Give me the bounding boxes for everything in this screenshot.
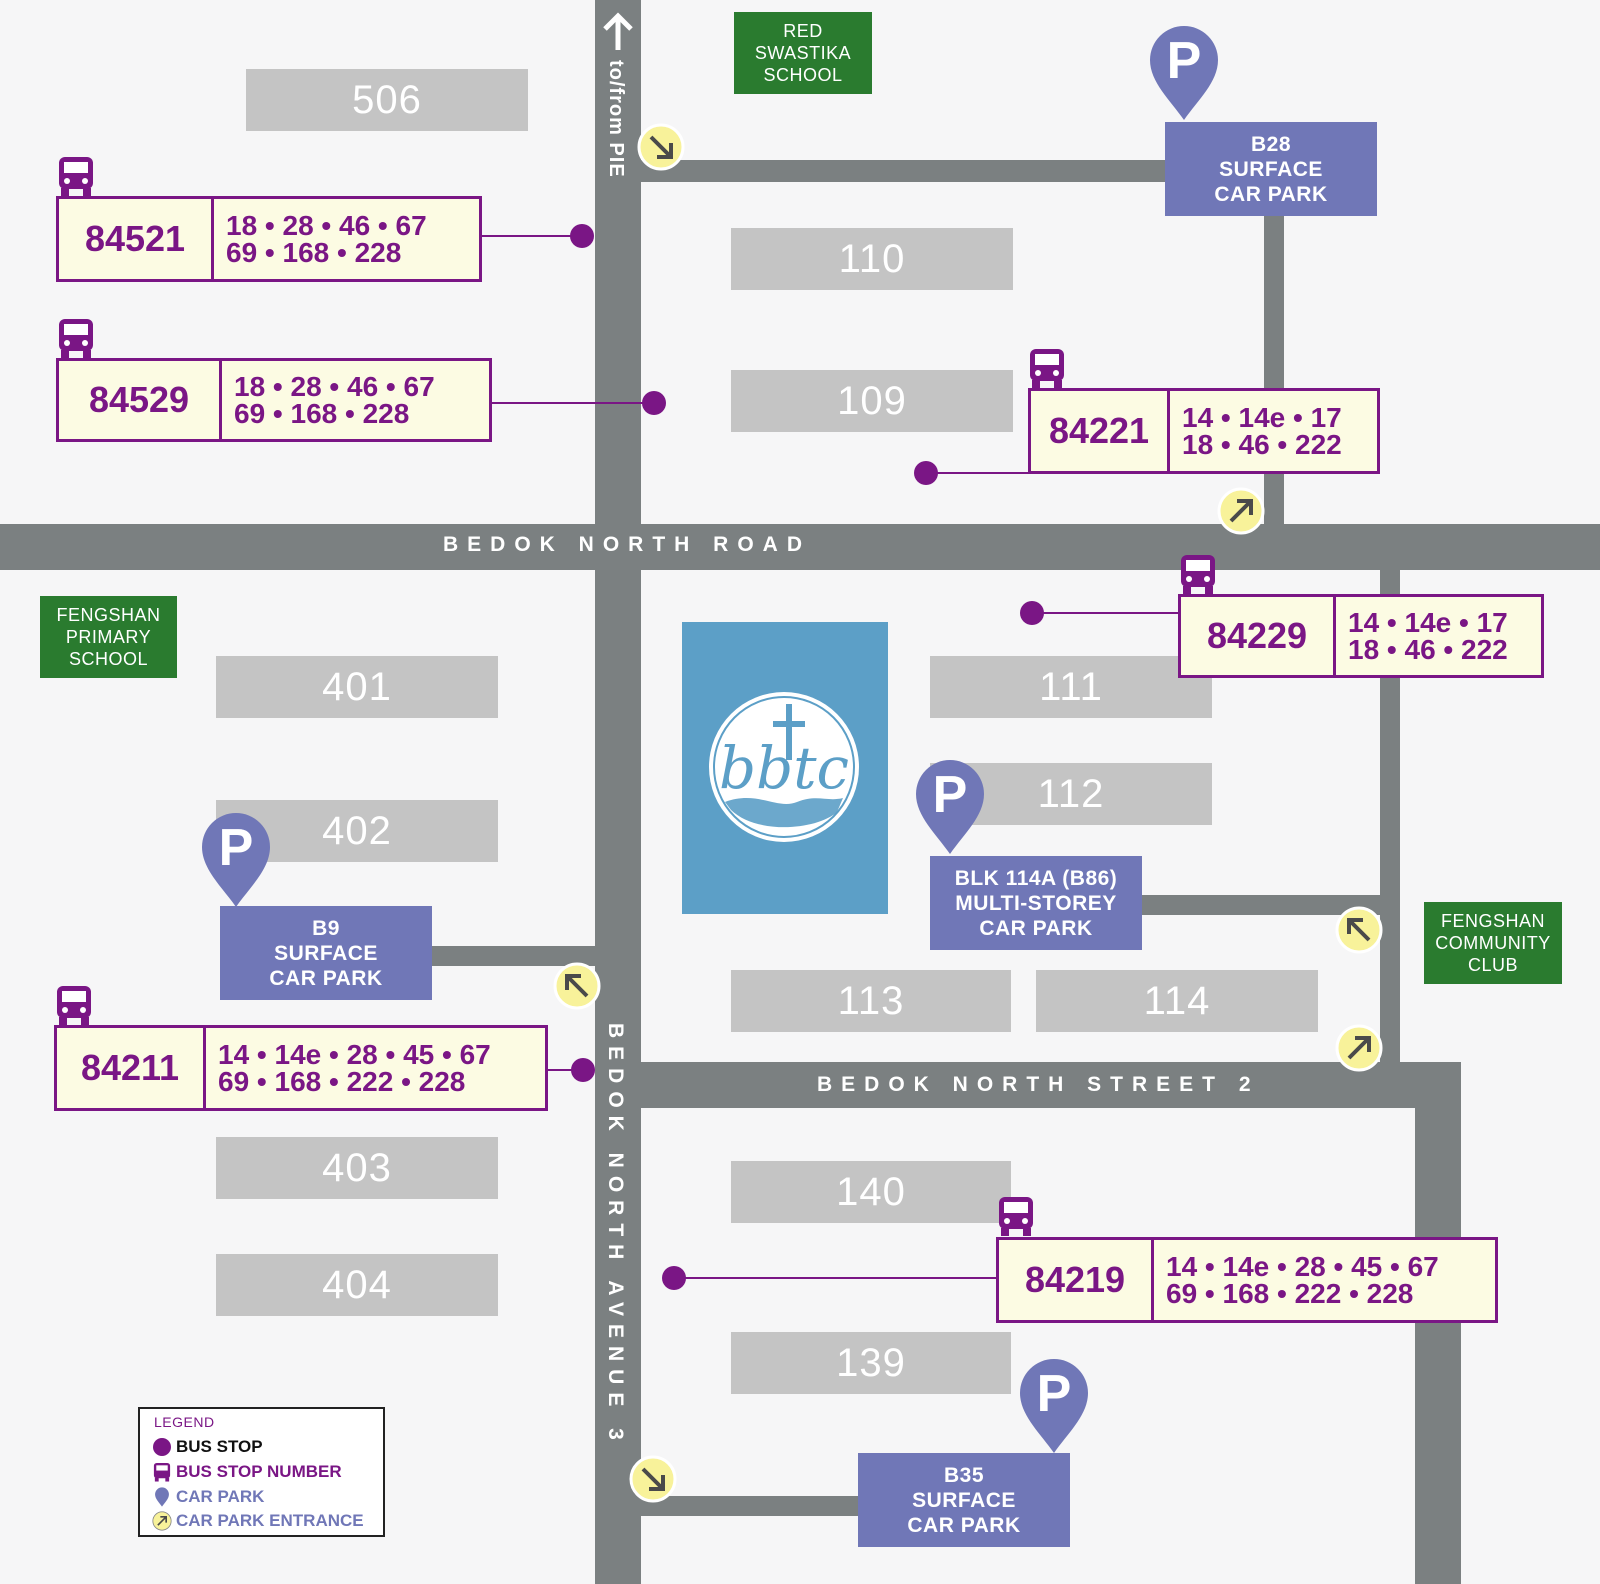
bus-stop-marker[interactable] xyxy=(642,391,666,415)
bus-icon xyxy=(57,986,91,1025)
carpark-entrance-icon xyxy=(637,123,685,171)
bus-stop-marker[interactable] xyxy=(1020,601,1044,625)
legend-bus-stop: BUS STOP xyxy=(152,1437,263,1457)
parking-pin-icon: P xyxy=(1150,26,1218,120)
block-111: 111 xyxy=(930,656,1212,718)
block-506: 506 xyxy=(246,69,528,131)
legend: LEGEND BUS STOP BUS STOP NUMBER CAR PARK… xyxy=(138,1407,385,1537)
bus-stop-connector xyxy=(490,402,654,404)
road-label-bedok-north-road: BEDOK NORTH ROAD xyxy=(443,533,811,556)
parking-pin-icon xyxy=(155,1487,169,1507)
block-110: 110 xyxy=(731,228,1013,290)
bus-icon xyxy=(1181,555,1215,594)
bus-stop-number: 84529 xyxy=(59,361,222,439)
block-114: 114 xyxy=(1036,970,1318,1032)
svg-text:P: P xyxy=(933,766,968,824)
parking-pin-icon: P xyxy=(202,813,270,907)
road-label-bedok-north-street-2: BEDOK NORTH STREET 2 xyxy=(817,1073,1260,1096)
bus-icon xyxy=(153,1462,171,1482)
carpark-entrance-icon xyxy=(152,1511,172,1531)
bus-stop-connector xyxy=(480,235,582,237)
road-label-to-from-pie: to/from PIE xyxy=(605,60,627,178)
block-403: 403 xyxy=(216,1137,498,1199)
bus-stop-number: 84229 xyxy=(1181,597,1336,675)
svg-text:P: P xyxy=(219,819,254,877)
block-113: 113 xyxy=(731,970,1011,1032)
road-bedok-north-street-2 xyxy=(641,1062,1461,1108)
svg-text:bbtc: bbtc xyxy=(719,734,849,802)
bus-stop-number: 84219 xyxy=(999,1240,1154,1320)
access-road-b28 xyxy=(641,160,1165,182)
road-bedok-north-avenue-3 xyxy=(595,0,641,1584)
legend-car-park: CAR PARK xyxy=(152,1487,264,1507)
access-road-b9 xyxy=(432,946,597,966)
access-road-b28-vertical xyxy=(1264,214,1284,529)
parking-pin-icon: P xyxy=(1020,1359,1088,1453)
bus-icon xyxy=(1030,349,1064,388)
block-109: 109 xyxy=(731,370,1013,432)
bus-stop-marker[interactable] xyxy=(571,1058,595,1082)
bus-icon xyxy=(59,157,93,196)
access-road-b86 xyxy=(1142,895,1382,915)
access-road-b35 xyxy=(641,1496,859,1516)
bbtc-logo: bbtc xyxy=(709,692,859,842)
bus-icon xyxy=(999,1197,1033,1236)
legend-car-park-entrance: CAR PARK ENTRANCE xyxy=(152,1511,364,1531)
carpark-entrance-icon xyxy=(553,962,601,1010)
access-road-east xyxy=(1380,568,1400,1064)
carpark-entrance-icon xyxy=(629,1455,677,1503)
bus-icon xyxy=(59,319,93,358)
svg-text:P: P xyxy=(1037,1365,1072,1423)
svg-text:P: P xyxy=(1167,32,1202,90)
bus-stop-connector xyxy=(545,1069,583,1071)
road-east-vertical xyxy=(1415,1062,1461,1584)
bus-stop-number: 84221 xyxy=(1031,391,1170,471)
bus-stop-connector xyxy=(1032,612,1182,614)
road-label-bedok-north-avenue-3: BEDOK NORTH AVENUE 3 xyxy=(604,1023,627,1448)
bus-stop-marker[interactable] xyxy=(570,224,594,248)
parking-pin-icon: P xyxy=(916,760,984,854)
carpark-entrance-icon xyxy=(1335,906,1383,954)
up-arrow-icon xyxy=(603,12,633,50)
carpark-entrance-icon xyxy=(1335,1024,1383,1072)
block-139: 139 xyxy=(731,1332,1011,1394)
bus-stop-marker[interactable] xyxy=(914,461,938,485)
bus-stop-number: 84521 xyxy=(59,199,214,279)
road-bedok-north-road xyxy=(0,524,1600,570)
bus-stop-number: 84211 xyxy=(57,1028,206,1108)
block-401: 401 xyxy=(216,656,498,718)
legend-bus-stop-number: BUS STOP NUMBER xyxy=(152,1462,342,1482)
block-112: 112 xyxy=(930,763,1212,825)
block-140: 140 xyxy=(731,1161,1011,1223)
legend-title: LEGEND xyxy=(154,1414,215,1430)
bus-stop-connector xyxy=(926,472,1030,474)
bus-stop-dot-icon xyxy=(153,1438,171,1456)
block-404: 404 xyxy=(216,1254,498,1316)
bus-stop-marker[interactable] xyxy=(662,1266,686,1290)
carpark-entrance-icon xyxy=(1217,487,1265,535)
bus-stop-connector xyxy=(674,1277,1000,1279)
